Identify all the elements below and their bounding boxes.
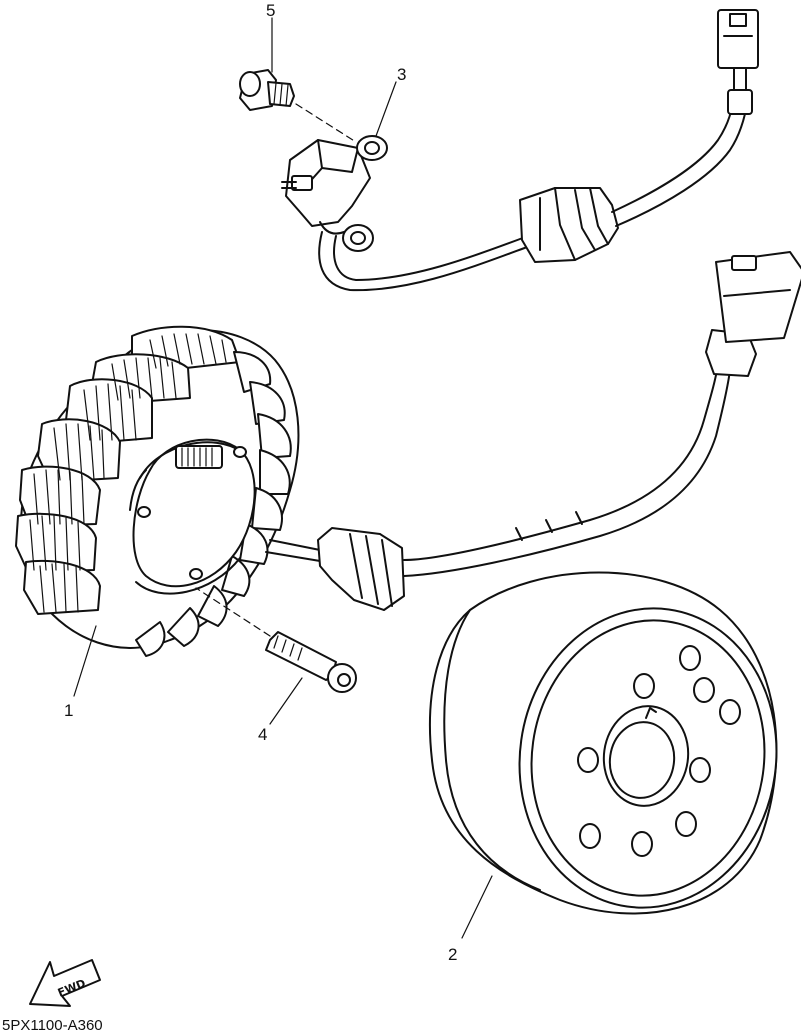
callout-3: 3 (397, 65, 406, 84)
bolt-4-guide-line (195, 587, 271, 637)
pickup-lead-wire (611, 95, 735, 213)
leader-line-2 (461, 875, 493, 939)
leader-lines (73, 17, 493, 939)
bolt-part-4[interactable] (265, 631, 357, 693)
stator-connector[interactable] (705, 251, 801, 377)
wire-grommet-upper (519, 187, 619, 263)
pickup-connector[interactable] (717, 9, 759, 115)
bolt-5-guide-line (295, 103, 357, 143)
callout-2: 2 (448, 945, 457, 964)
pickup-lead-wire-2 (615, 97, 749, 227)
stator-assembly[interactable] (15, 325, 300, 657)
pickup-coil-assembly[interactable] (281, 135, 531, 292)
leader-line-3 (375, 81, 397, 137)
rotor-flywheel[interactable] (428, 571, 796, 925)
diagram-code: 5PX1100-A360 (2, 1017, 103, 1033)
leader-line-1 (73, 625, 97, 697)
callout-4: 4 (258, 725, 267, 744)
callout-5: 5 (266, 1, 275, 20)
leader-line-4 (269, 677, 303, 725)
bolt-part-5[interactable] (239, 69, 295, 111)
callout-1: 1 (64, 701, 73, 720)
fwd-arrow-icon: FWD (29, 959, 101, 1007)
stator-lead-wire (265, 363, 731, 611)
